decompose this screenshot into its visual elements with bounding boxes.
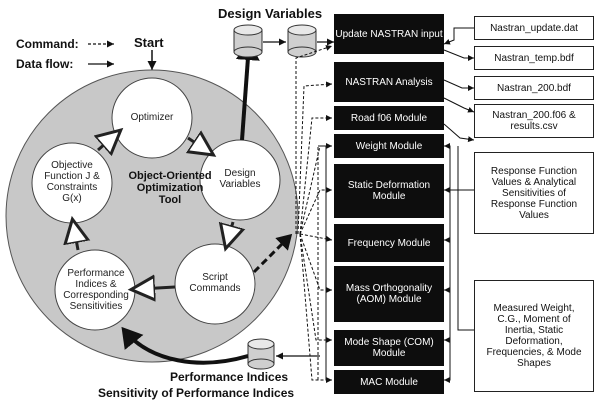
script-commands-circle xyxy=(174,243,256,325)
legend-dataflow-label: Data flow: xyxy=(16,57,74,71)
sensitivity-title: Sensitivity of Performance Indices xyxy=(98,386,295,400)
module-frequency: Frequency Module xyxy=(334,224,444,262)
start-label: Start xyxy=(134,35,164,50)
module-update: Update NASTRAN input xyxy=(334,14,444,54)
module-weight: Weight Module xyxy=(334,134,444,158)
file-update-dat: Nastran_update.dat xyxy=(474,16,594,40)
script-commands-label: Script Commands xyxy=(189,272,241,294)
tool-label: Object-Oriented Optimization Tool xyxy=(128,170,212,206)
arrow-script-to-perf xyxy=(140,287,176,289)
performance-indices-title: Performance Indices xyxy=(170,370,289,384)
design-variables-label: Design Variables xyxy=(219,168,261,190)
module-analysis: NASTRAN Analysis xyxy=(334,62,444,102)
module-road-f06: Road f06 Module xyxy=(334,106,444,130)
objective-label: Objective Function J & Constraints G(x) xyxy=(44,160,100,204)
response-links xyxy=(444,143,474,383)
file-200-bdf: Nastran_200.bdf xyxy=(474,76,594,100)
module-mac: MAC Module xyxy=(334,370,444,394)
arrow-dv-to-db xyxy=(235,40,260,141)
arrow-perf-to-obj xyxy=(74,228,78,251)
file-arrows xyxy=(443,27,475,143)
arrow-db-to-perf xyxy=(121,326,249,365)
response-function-note: Response Function Values & Analytical Se… xyxy=(474,152,594,234)
legend-command-label: Command: xyxy=(16,37,79,51)
file-temp-bdf: Nastran_temp.bdf xyxy=(474,46,594,70)
arrow-script-to-hub xyxy=(252,233,293,274)
arrow-opt-to-dv xyxy=(188,138,206,150)
performance-indices-label: Performance Indices & Corresponding Sens… xyxy=(63,268,129,312)
design-variables-db-label: Design Variables xyxy=(218,6,323,21)
module-mode-shape: Mode Shape (COM) Module xyxy=(334,330,444,366)
measured-data-note: Measured Weight, C.G., Moment of Inertia… xyxy=(474,280,594,392)
db-cylinder-perf xyxy=(247,338,275,370)
db-cylinder-1 xyxy=(233,24,263,58)
optimizer-circle xyxy=(111,77,193,159)
module-static: Static Deformation Module xyxy=(334,164,444,218)
file-f06-csv: Nastran_200.f06 & results.csv xyxy=(474,104,594,138)
db-cylinder-2 xyxy=(287,24,317,58)
arrow-obj-to-opt xyxy=(98,136,114,150)
arrow-dv-to-script xyxy=(228,222,233,240)
command-lines xyxy=(295,45,333,383)
module-mass-orthogonality: Mass Orthogonality (AOM) Module xyxy=(334,266,444,322)
design-variables-circle xyxy=(199,139,281,221)
optimizer-label: Optimizer xyxy=(130,112,174,123)
